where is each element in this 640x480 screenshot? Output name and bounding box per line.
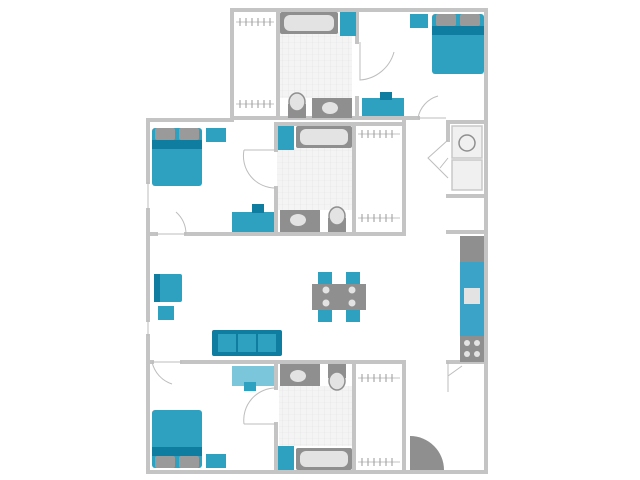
nightstand-icon: [206, 128, 226, 142]
toilet-icon: [288, 92, 306, 118]
bifold-door: [439, 157, 449, 169]
bifold-door: [427, 139, 449, 179]
bathtub-icon: [296, 448, 352, 470]
nightstand-icon: [410, 14, 428, 28]
sink-icon: [280, 210, 320, 232]
bed-icon: [432, 14, 484, 74]
door-swing: [156, 211, 187, 235]
side-table-icon: [158, 306, 174, 320]
door-swing: [417, 95, 446, 119]
kitchen-counter: [460, 262, 484, 336]
dining-set-icon: [312, 272, 366, 322]
vanity-icon: [278, 126, 294, 150]
desk-icon: [232, 366, 274, 391]
bed-icon: [152, 128, 202, 186]
bath-floor-middle: [277, 148, 353, 210]
armchair-icon: [154, 274, 182, 302]
door-swing: [151, 361, 182, 385]
stove-icon: [460, 336, 484, 362]
door-swing: [359, 42, 395, 81]
bathtub-icon: [280, 12, 338, 34]
bed-icon: [152, 410, 202, 468]
bathtub-icon: [296, 126, 352, 148]
vanity-icon: [278, 446, 294, 470]
walls: [146, 8, 488, 474]
bath-floor-top: [279, 32, 352, 98]
sink-icon: [464, 288, 480, 304]
door-swing: [243, 387, 277, 425]
bath-floor-bottom: [279, 386, 352, 446]
nightstand-icon: [206, 454, 226, 468]
closet-rod-icon: [358, 130, 400, 222]
toilet-icon: [328, 364, 346, 391]
desk-icon: [232, 204, 274, 232]
closet-rod-icon: [236, 18, 274, 108]
door-swing: [242, 149, 277, 189]
refrigerator-icon: [460, 236, 484, 262]
closet-rod-icon: [358, 374, 400, 466]
toilet-icon: [328, 206, 346, 232]
washer-dryer-icon: [451, 125, 483, 191]
sink-icon: [312, 98, 352, 118]
door-swing: [447, 362, 463, 392]
desk-icon: [362, 92, 404, 116]
sink-icon: [280, 364, 320, 386]
sofa-icon: [212, 330, 282, 356]
entry-door: [410, 436, 444, 470]
vanity-icon: [340, 12, 356, 36]
